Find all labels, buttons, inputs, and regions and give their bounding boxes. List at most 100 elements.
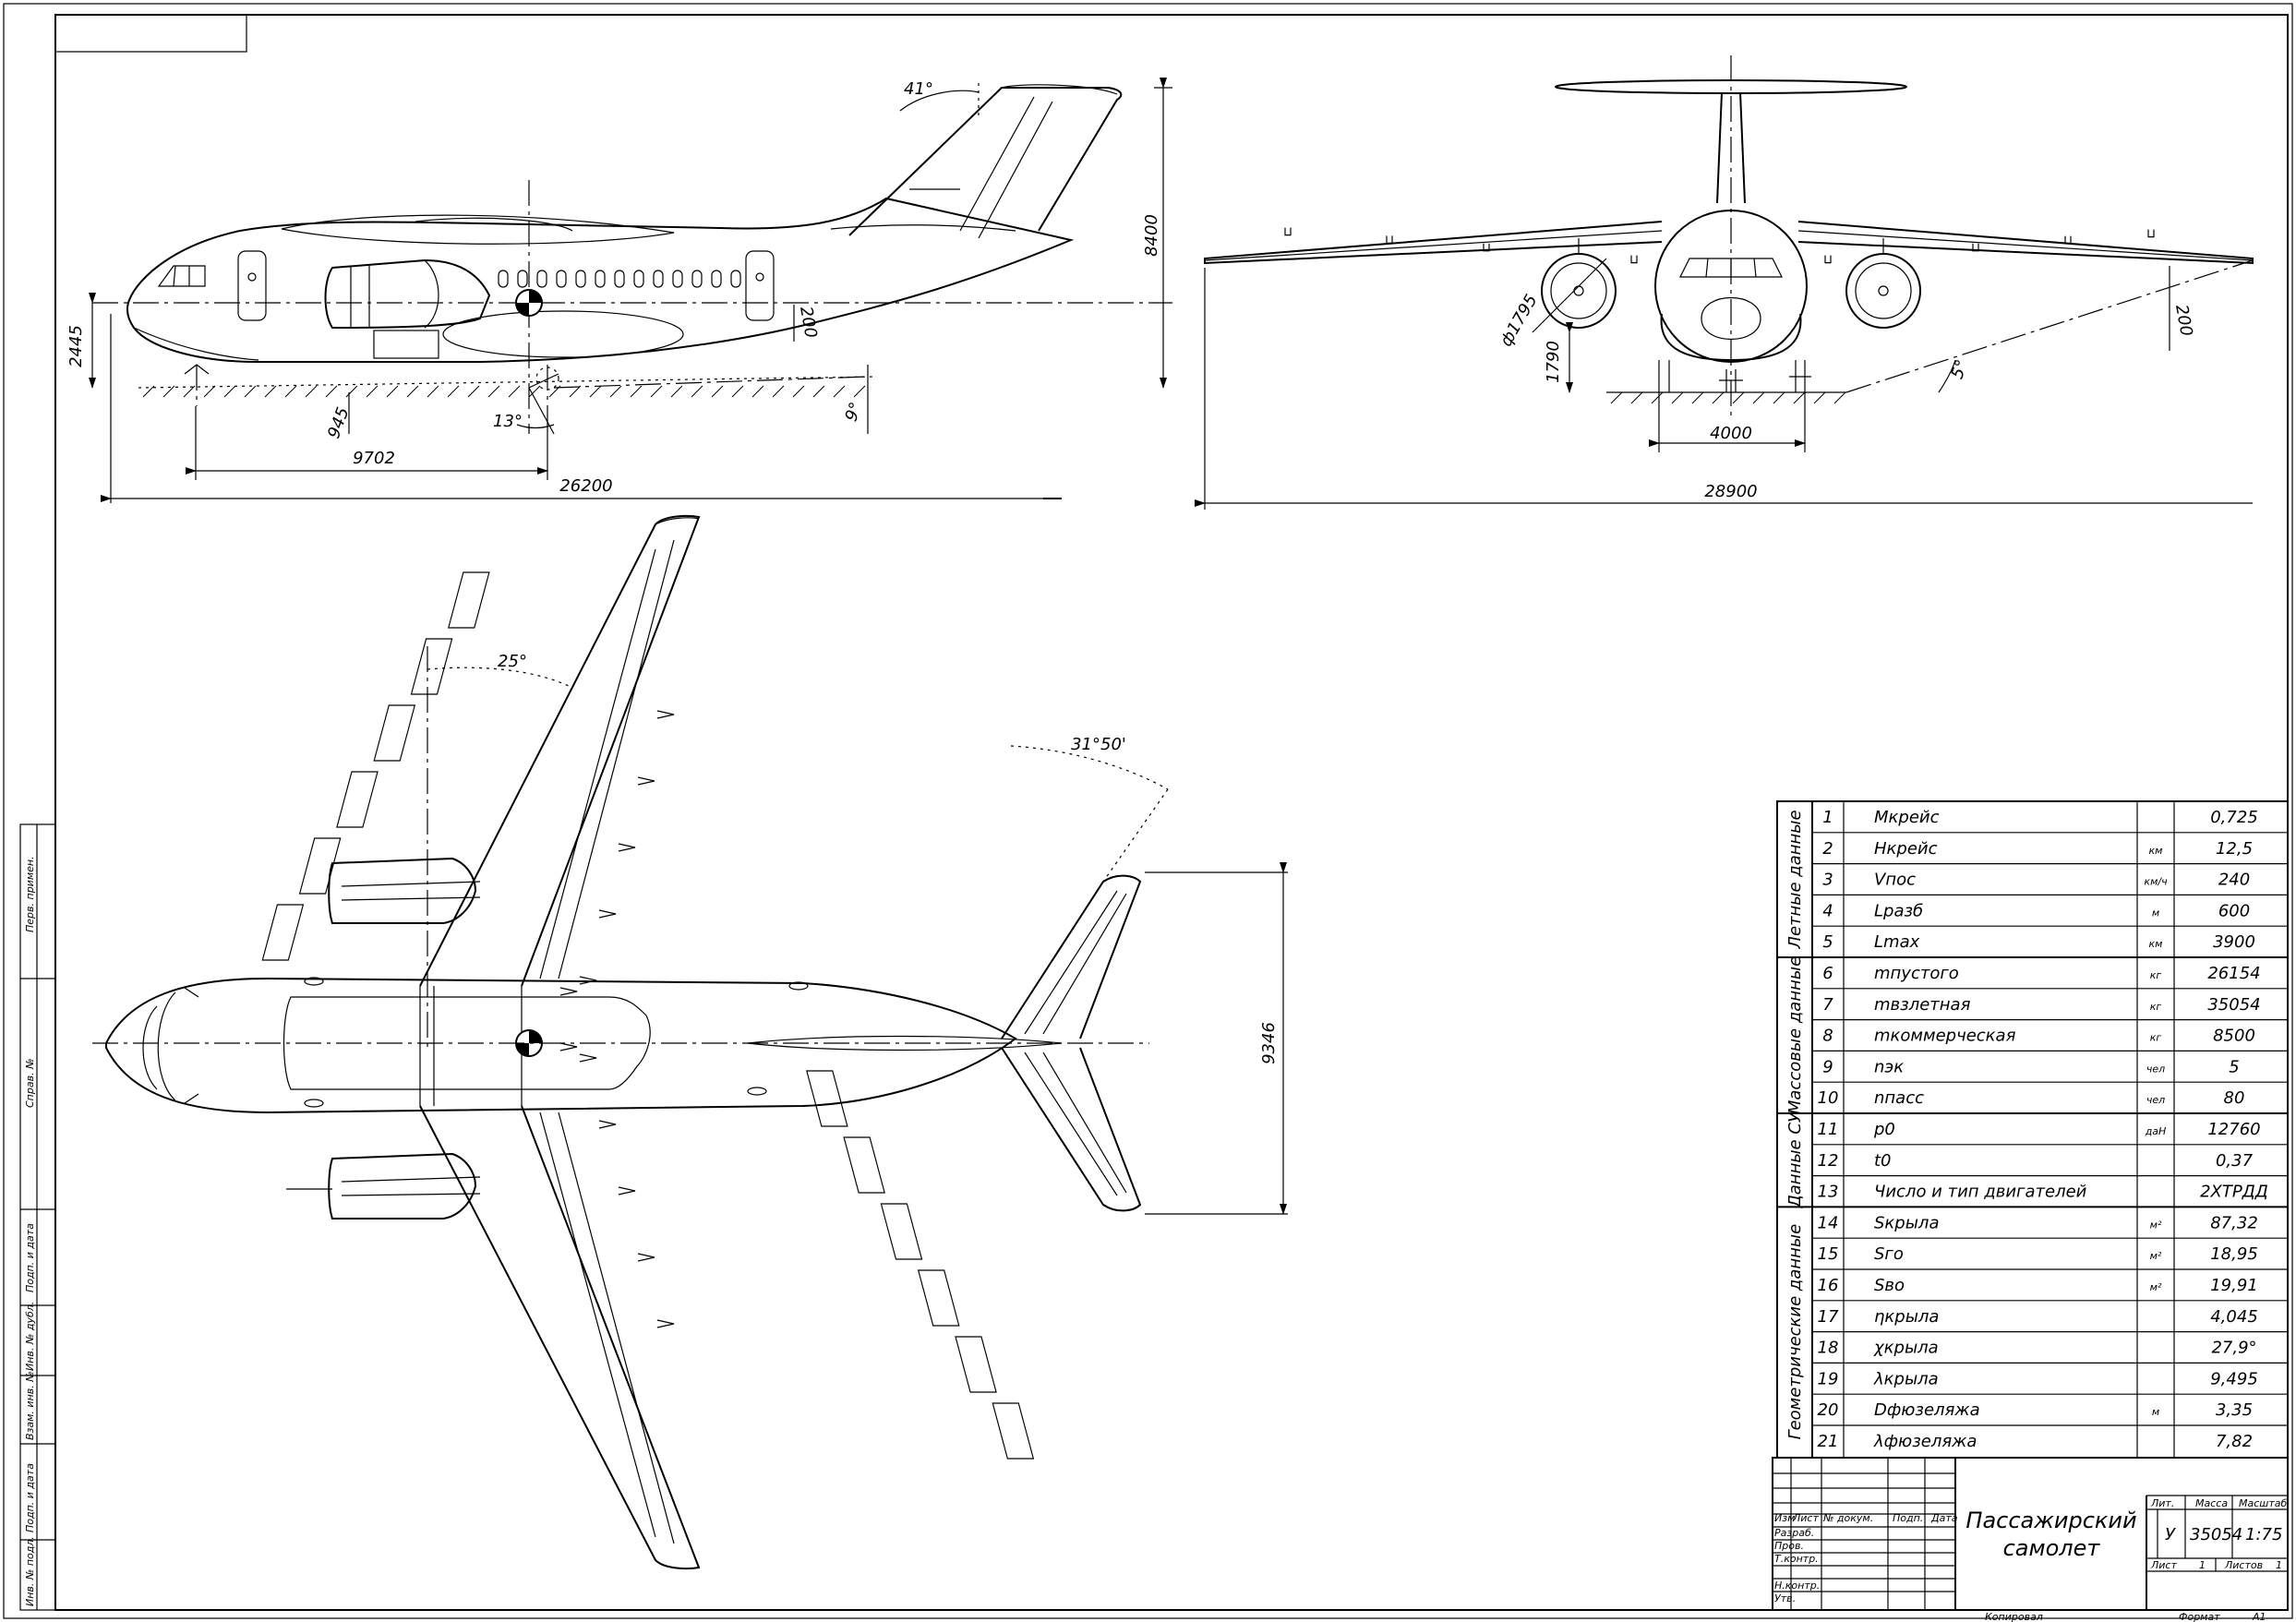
left-strip: Перв. примен. Справ. № Подп. и дата Инв.… <box>19 823 56 1611</box>
side-dim-rear-angle: 9° <box>841 400 866 424</box>
spec-row-name: t0 <box>1874 1151 1892 1171</box>
flap-fairing <box>656 1319 675 1328</box>
spec-row-number: 10 <box>1818 1088 1839 1108</box>
side-dim-ground-axis: 2445 <box>66 325 86 367</box>
fairing-bump <box>304 1099 324 1108</box>
front-dim-engine-dia: ф1795 <box>1497 291 1542 350</box>
side-fin <box>848 87 1123 236</box>
strip-label-4: Инв. № дубл. <box>24 1302 36 1371</box>
flap-fairing <box>637 776 655 786</box>
ground-hatch <box>1732 391 1745 404</box>
spec-row-unit: кг <box>2150 969 2162 981</box>
title-block: Изм Лист № докум. Подп. Дата Разраб. Про… <box>1772 1457 2289 1622</box>
side-engine <box>324 258 491 330</box>
spec-row-unit: м <box>2152 1406 2159 1418</box>
top-upper-wing <box>419 515 701 987</box>
tb-list: Лист <box>1792 1512 1819 1524</box>
side-fuselage <box>126 197 1075 363</box>
spec-row-number: 19 <box>1818 1369 1839 1388</box>
flap-panel <box>917 1269 960 1327</box>
spec-row-number: 7 <box>1822 995 1833 1015</box>
spec-row-name: Sго <box>1874 1244 1904 1264</box>
ground-hatch <box>284 385 297 398</box>
top-upper-stabilizer <box>1001 874 1142 1039</box>
spec-row-name: nэк <box>1874 1057 1904 1076</box>
flap-fairing <box>579 976 597 985</box>
spec-group-label: Летные данные <box>1785 810 1805 949</box>
side-rear-door <box>745 250 775 321</box>
spec-row-number: 14 <box>1818 1213 1839 1232</box>
spec-row-unit: м² <box>2150 1281 2162 1293</box>
spec-row-number: 9 <box>1822 1057 1833 1076</box>
flap-panel <box>843 1136 885 1194</box>
top-lower-flaps <box>559 987 1035 1460</box>
ground-hatch <box>406 385 419 398</box>
spec-row-name: Мкрейс <box>1874 808 1940 827</box>
spec-row-name: χкрыла <box>1873 1339 1939 1358</box>
tb-role-3: Т.контр. <box>1774 1553 1819 1565</box>
ground-hatch <box>1610 391 1623 404</box>
flap-fairing <box>598 909 617 919</box>
sheet-edge <box>3 3 2293 1619</box>
spec-row-name: ηкрыла <box>1874 1307 1939 1327</box>
side-dim-cg: 9702 <box>353 449 395 468</box>
spec-row-value: 2ХТРДД <box>2200 1183 2268 1202</box>
spec-row-value: 12760 <box>2207 1120 2260 1139</box>
front-fin <box>1716 91 1746 204</box>
tb-role-1: Разраб. <box>1774 1527 1814 1539</box>
spec-row-name: Hкрейс <box>1874 839 1938 859</box>
side-window <box>672 270 683 288</box>
ground-hatch <box>427 385 439 398</box>
tb-izm: Изм <box>1774 1512 1795 1524</box>
spec-row-unit: кг <box>2150 1032 2162 1044</box>
ground-hatch <box>853 385 866 398</box>
spec-row-number: 1 <box>1822 808 1833 827</box>
spec-row-unit: кг <box>2150 1001 2162 1013</box>
ground-hatch <box>812 385 825 398</box>
top-upper-engine <box>328 857 477 924</box>
tb-scale: 1:75 <box>2245 1525 2282 1544</box>
flap-fairing <box>637 1253 655 1262</box>
flap-fairing <box>579 1053 597 1063</box>
ground-hatch <box>691 385 703 398</box>
fairing-bump <box>788 981 809 991</box>
ground-hatch <box>345 385 358 398</box>
side-dim-clearance: 200 <box>796 305 821 339</box>
side-cockpit-window <box>157 265 206 287</box>
spec-row-value: 600 <box>2218 901 2250 920</box>
flap-panel <box>373 704 416 762</box>
flap-panel <box>880 1203 923 1260</box>
side-window <box>633 270 644 288</box>
spec-row-unit: м² <box>2150 1219 2162 1231</box>
spec-row-unit: км <box>2149 845 2163 857</box>
side-ground <box>138 376 878 398</box>
ground-hatch <box>711 385 724 398</box>
flap-panel <box>992 1402 1035 1460</box>
spec-row-name: Число и тип двигателей <box>1874 1183 2087 1202</box>
side-window <box>556 270 567 288</box>
spec-row-unit: км <box>2149 938 2163 950</box>
spec-row-value: 4,045 <box>2210 1307 2258 1327</box>
spec-row-value: 80 <box>2224 1088 2245 1108</box>
spec-row-number: 20 <box>1818 1400 1839 1420</box>
ground-hatch <box>305 385 318 398</box>
front-nose <box>1701 296 1761 341</box>
spec-row-name: Sво <box>1874 1276 1905 1295</box>
spec-row-value: 19,91 <box>2210 1276 2258 1295</box>
front-left-engine <box>1541 238 1617 329</box>
spec-row-unit: чел <box>2146 1063 2165 1075</box>
side-window <box>711 270 722 288</box>
spec-row-number: 15 <box>1818 1244 1839 1264</box>
tb-role-6: Утв. <box>1774 1592 1796 1604</box>
spec-row-value: 12,5 <box>2216 839 2253 859</box>
tb-mass: 35054 <box>2190 1525 2242 1544</box>
spec-row-name: mпустого <box>1874 964 1959 983</box>
flap-fairing <box>598 1120 617 1129</box>
ground-hatch <box>325 385 338 398</box>
tb-mass-label: Масса <box>2195 1497 2228 1509</box>
side-dim-tail-angle: 13° <box>493 412 523 431</box>
ground-hatch <box>203 385 216 398</box>
side-wing <box>281 214 675 245</box>
tb-lit-label: Лит. <box>2150 1497 2174 1509</box>
